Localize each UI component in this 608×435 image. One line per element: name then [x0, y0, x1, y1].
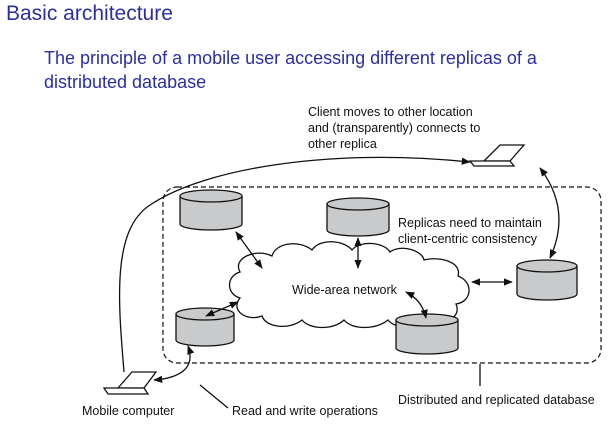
client-moves-text-1: Client moves to other location — [308, 105, 473, 119]
client-moves-text-2: and (transparently) connects to — [308, 121, 480, 135]
laptop-icon-bottom — [102, 371, 158, 395]
subtitle-line-2: distributed database — [44, 72, 207, 92]
replica-db-top-left — [179, 189, 243, 231]
laptop-icon-top — [468, 144, 526, 167]
slide-subtitle: The principle of a mobile user accessing… — [44, 46, 604, 94]
arrow-bottomcenter-network — [405, 291, 428, 319]
arrow-topleft-network — [235, 231, 263, 269]
replica-db-bottom-left — [175, 307, 235, 347]
wan-label: Wide-area network — [292, 283, 398, 297]
slide-title: Basic architecture — [6, 2, 173, 25]
rw-operations-label: Read and write operations — [232, 404, 378, 418]
database-boundary — [162, 186, 602, 364]
replica-db-bottom-center — [395, 313, 459, 355]
replica-db-right — [516, 259, 578, 301]
mobile-computer-label: Mobile computer — [82, 404, 174, 418]
replicas-text-1: Replicas need to maintain — [398, 216, 542, 230]
arrow-bottomleft-network — [205, 301, 239, 317]
distributed-db-label: Distributed and replicated database — [398, 393, 595, 407]
rw-leader — [199, 384, 229, 409]
client-moves-arrow — [118, 156, 471, 373]
subtitle-line-1: The principle of a mobile user accessing… — [44, 48, 537, 68]
replica-db-top-center — [326, 197, 390, 237]
replicas-text-2: client-centric consistency — [398, 232, 538, 246]
rw-arrow — [153, 345, 195, 383]
client-moves-text-3: other replica — [308, 137, 377, 151]
laptop-replica-arrow — [539, 167, 560, 259]
